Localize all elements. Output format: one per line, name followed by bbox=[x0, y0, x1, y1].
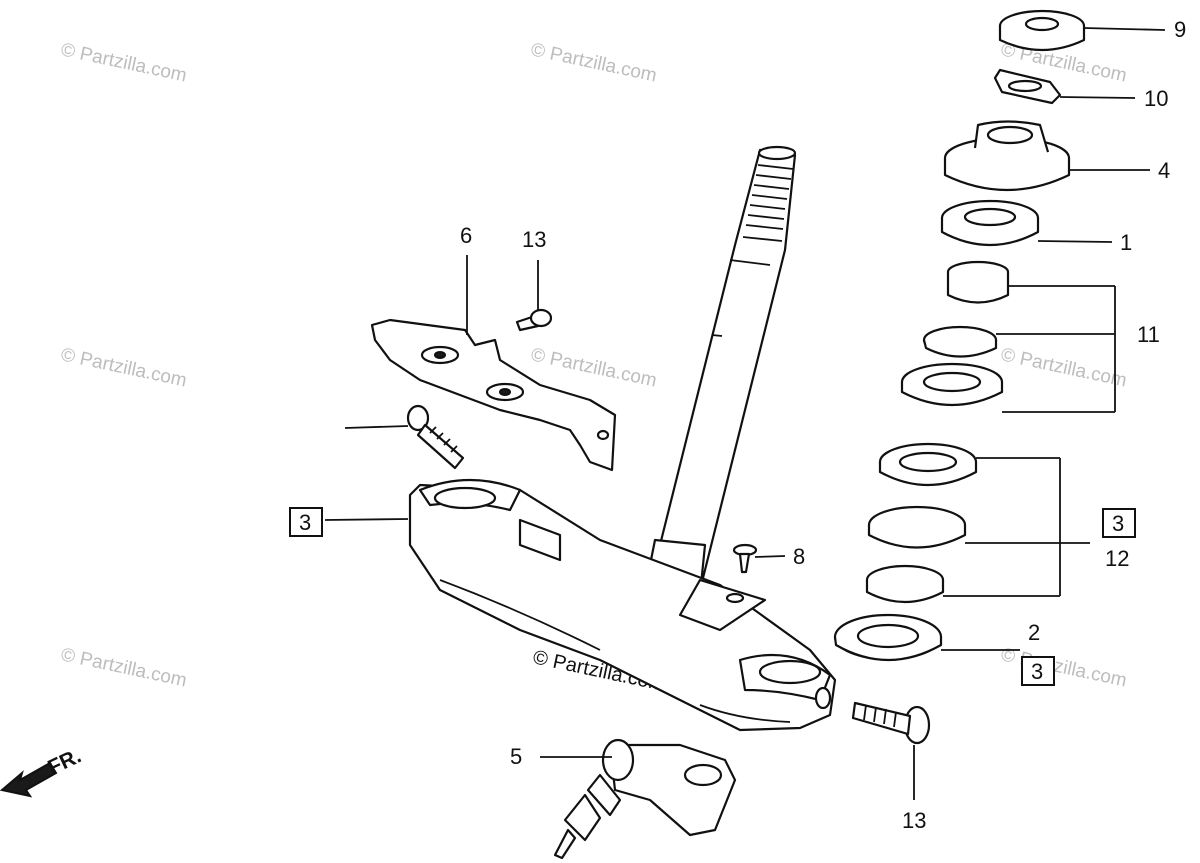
callout-1: 1 bbox=[1120, 230, 1132, 255]
steering-lock-5 bbox=[553, 738, 737, 860]
callout-box-3-left bbox=[289, 507, 323, 537]
front-direction-arrow: FR. bbox=[0, 744, 85, 798]
callout-6: 6 bbox=[460, 223, 472, 248]
callout-10: 11 bbox=[1137, 322, 1160, 347]
callout-box-3-right bbox=[1102, 508, 1136, 538]
upper-race-10-set bbox=[900, 260, 1010, 406]
callout-4: 4 bbox=[1158, 158, 1170, 183]
watermark-text: © Partzilla.com bbox=[529, 39, 659, 86]
watermark-text: © Partzilla.com bbox=[59, 644, 189, 691]
bolt-13-right bbox=[851, 701, 931, 745]
leader-lines bbox=[324, 27, 1166, 800]
callout-box-3-bottom bbox=[1021, 656, 1055, 686]
callout-3-right: 3 bbox=[1112, 511, 1124, 536]
adjusting-nut-4 bbox=[943, 120, 1071, 192]
headlight-bracket bbox=[370, 318, 617, 472]
lock-washer-9 bbox=[993, 68, 1062, 105]
callout-7: 8 bbox=[793, 544, 805, 569]
locknut-8 bbox=[998, 9, 1086, 52]
steering-bottom-bridge bbox=[408, 478, 837, 732]
steering-stem-shaft bbox=[643, 145, 797, 597]
watermark-text: © Partzilla.com bbox=[59, 39, 189, 86]
callout-11: 12 bbox=[1105, 546, 1129, 571]
bearing-race-2 bbox=[833, 613, 943, 661]
watermark-text: © Partzilla.com bbox=[999, 344, 1129, 391]
watermark-text: © Partzilla.com bbox=[59, 344, 189, 391]
callout-12: 13 bbox=[522, 227, 546, 252]
bolt-12 bbox=[515, 308, 553, 332]
screw-7 bbox=[732, 543, 758, 574]
callout-5: 5 bbox=[510, 744, 522, 769]
watermark-text: © Partzilla.com bbox=[529, 344, 659, 391]
bolt-13-left bbox=[406, 404, 465, 470]
callout-labels: 9 10 4 1 11 12 2 13 5 6 13 8 3 3 3 bbox=[289, 17, 1186, 833]
callout-2: 2 bbox=[1028, 620, 1040, 645]
callout-13-right: 13 bbox=[902, 808, 926, 833]
callout-8: 9 bbox=[1174, 17, 1186, 42]
callout-9: 10 bbox=[1144, 86, 1168, 111]
callout-3-left: 3 bbox=[299, 510, 311, 535]
watermark-text: © Partzilla.com bbox=[999, 644, 1129, 691]
lower-race-11-set bbox=[865, 442, 978, 604]
arrow-icon bbox=[0, 761, 58, 798]
callout-3-bottom: 3 bbox=[1031, 659, 1043, 684]
dust-seal-1 bbox=[940, 199, 1040, 246]
